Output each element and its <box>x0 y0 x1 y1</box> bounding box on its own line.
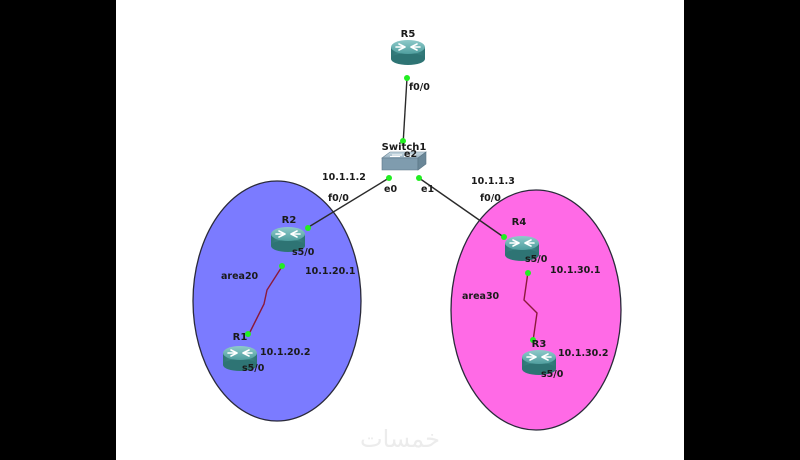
r2-serial-if-label: s5/0 <box>292 247 315 258</box>
r5-if-label: f0/0 <box>409 82 430 93</box>
port-dot-switch1-e1[interactable] <box>416 175 422 181</box>
r3-serial-ip-label: 10.1.30.2 <box>558 348 609 359</box>
r4-serial-if-label: s5/0 <box>525 254 548 265</box>
port-dot-r3-s5-0[interactable] <box>530 337 536 343</box>
switch1-e1-label: e1 <box>421 184 434 195</box>
port-dot-switch1-e2[interactable] <box>400 138 406 144</box>
link-switch1-r4[interactable] <box>418 177 506 239</box>
r1-label: R1 <box>233 332 248 343</box>
switch1-e0-label: e0 <box>384 184 397 195</box>
r1-serial-ip-label: 10.1.20.2 <box>260 347 311 358</box>
link-switch1-r2[interactable] <box>306 177 390 229</box>
r3-label: R3 <box>532 339 547 350</box>
port-dot-r4-f0-0[interactable] <box>501 234 507 240</box>
area30-ellipse[interactable] <box>450 189 622 431</box>
link-r4-r3-serial[interactable] <box>523 271 538 342</box>
letterbox-left <box>0 0 116 460</box>
r2-label: R2 <box>282 215 297 226</box>
r1-serial-if-label: s5/0 <box>242 363 265 374</box>
port-dot-r1-s5-0[interactable] <box>245 331 251 337</box>
r4-lan-ip-label: 10.1.1.3 <box>471 176 515 187</box>
link-r5-switch1[interactable] <box>402 77 408 146</box>
r4-label: R4 <box>512 217 527 228</box>
r2-lan-ip-label: 10.1.1.2 <box>322 172 366 183</box>
letterbox-right <box>684 0 800 460</box>
port-dot-r5-f0-0[interactable] <box>404 75 410 81</box>
r3-serial-if-label: s5/0 <box>541 369 564 380</box>
switch1[interactable] <box>381 151 427 171</box>
r2-serial-ip-label: 10.1.20.1 <box>305 266 356 277</box>
port-dot-switch1-e0[interactable] <box>386 175 392 181</box>
r4-lan-if-label: f0/0 <box>480 193 501 204</box>
r2-lan-if-label: f0/0 <box>328 193 349 204</box>
area30-label: area30 <box>462 291 500 302</box>
port-dot-r2-f0-0[interactable] <box>305 225 311 231</box>
port-dot-r4-s5-0[interactable] <box>525 270 531 276</box>
area20-label: area20 <box>221 271 259 282</box>
router-r5[interactable] <box>390 39 426 66</box>
area20-ellipse[interactable] <box>192 180 362 422</box>
port-dot-r2-s5-0[interactable] <box>279 263 285 269</box>
switch1-label: Switch1 <box>382 142 427 153</box>
r5-label: R5 <box>401 29 416 40</box>
link-r2-r1-serial[interactable] <box>247 264 284 337</box>
switch1-e2-label: e2 <box>404 149 417 160</box>
r4-serial-ip-label: 10.1.30.1 <box>550 265 601 276</box>
watermark: خمسات <box>360 425 440 453</box>
